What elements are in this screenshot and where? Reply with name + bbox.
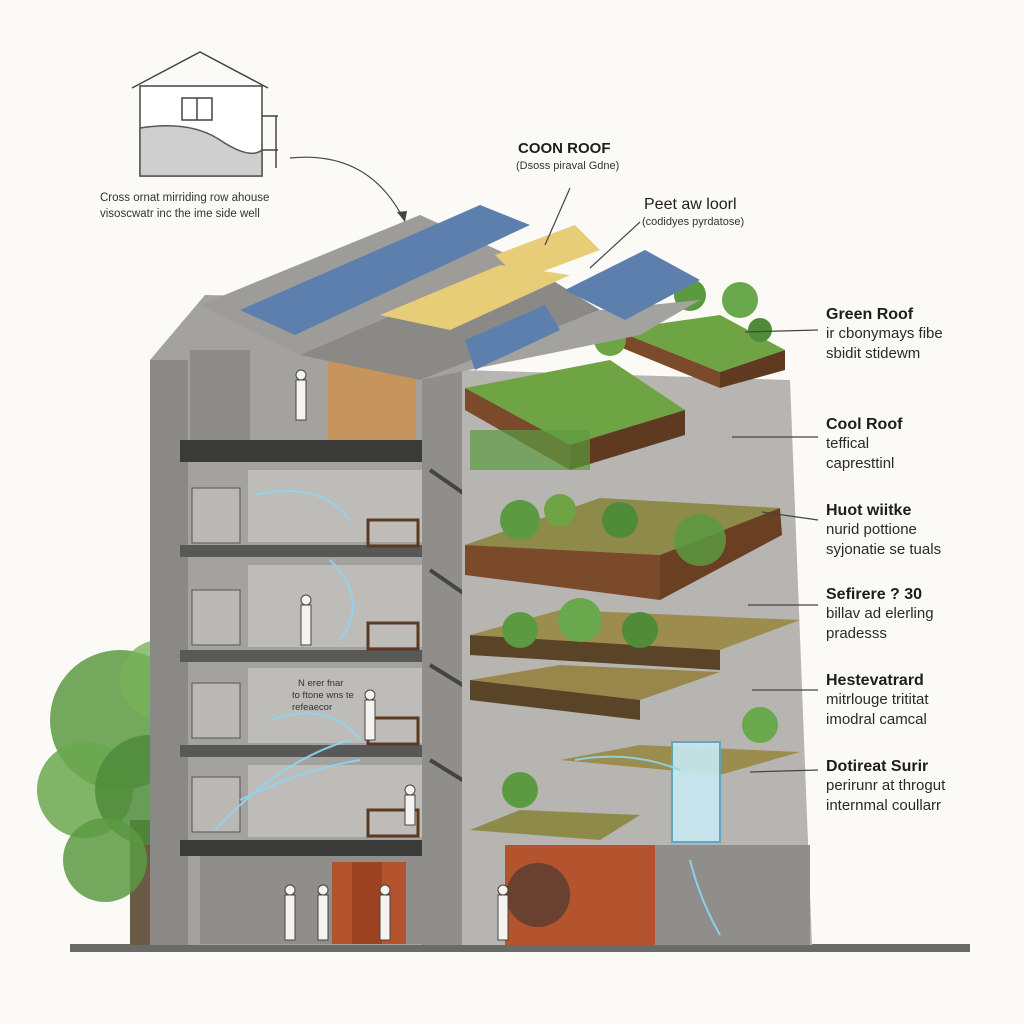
inset-house-sketch (132, 52, 278, 176)
inset-caption-line2: visoscwatr inc the ime side well (100, 206, 260, 222)
callout-line: ir cbonymays fibe (826, 324, 943, 344)
callout-line: pradesss (826, 624, 934, 644)
callout-line: perirunr at throgut (826, 776, 945, 796)
coon-roof-subtitle: (Dsoss piraval Gdne) (516, 160, 619, 172)
green-building (462, 279, 812, 945)
callout-title: Sefirere ? 30 (826, 586, 934, 604)
callout-huot-wiitke: Huot wiitke nurid pottione syjonatie se … (826, 502, 941, 560)
interior-note-line1: N erer fnar (298, 678, 343, 690)
callout-title: Green Roof (826, 306, 943, 324)
peet-title: Peet aw loorl (644, 196, 737, 214)
coon-roof-title: COON ROOF (518, 140, 611, 157)
callout-line: syjonatie se tuals (826, 540, 941, 560)
callout-hestevatrard: Hestevatrard mitrlouge trititat imodral … (826, 672, 929, 730)
callout-line: internmal coullarr (826, 796, 945, 816)
callout-line: billav ad elerling (826, 604, 934, 624)
interior-note-line3: refeaecor (292, 702, 332, 714)
inset-pointer-arrow (290, 157, 405, 222)
callout-title: Huot wiitke (826, 502, 941, 520)
callout-title: Cool Roof (826, 416, 902, 434)
arrowhead-icon (397, 211, 407, 222)
ground-line (70, 944, 970, 952)
interior-note-line2: to ftone wns te (292, 690, 354, 702)
callout-line: nurid pottione (826, 520, 941, 540)
callout-line: mitrlouge trititat (826, 690, 929, 710)
callout-line: capresttinl (826, 454, 902, 474)
callout-line: teffical (826, 434, 902, 454)
callout-title: Dotireat Surir (826, 758, 945, 776)
inset-caption-line1: Cross ornat mirriding row ahouse (100, 190, 269, 206)
callout-sefirere: Sefirere ? 30 billav ad elerling pradess… (826, 586, 934, 644)
callout-title: Hestevatrard (826, 672, 929, 690)
callout-line: sbidit stidewm (826, 344, 943, 364)
callout-dotireat-surir: Dotireat Surir perirunr at throgut inter… (826, 758, 945, 816)
peet-subtitle: (codidyes pyrdatose) (642, 216, 744, 228)
callout-line: imodral camcal (826, 710, 929, 730)
callout-cool-roof: Cool Roof teffical capresttinl (826, 416, 902, 474)
callout-green-roof: Green Roof ir cbonymays fibe sbidit stid… (826, 306, 943, 364)
